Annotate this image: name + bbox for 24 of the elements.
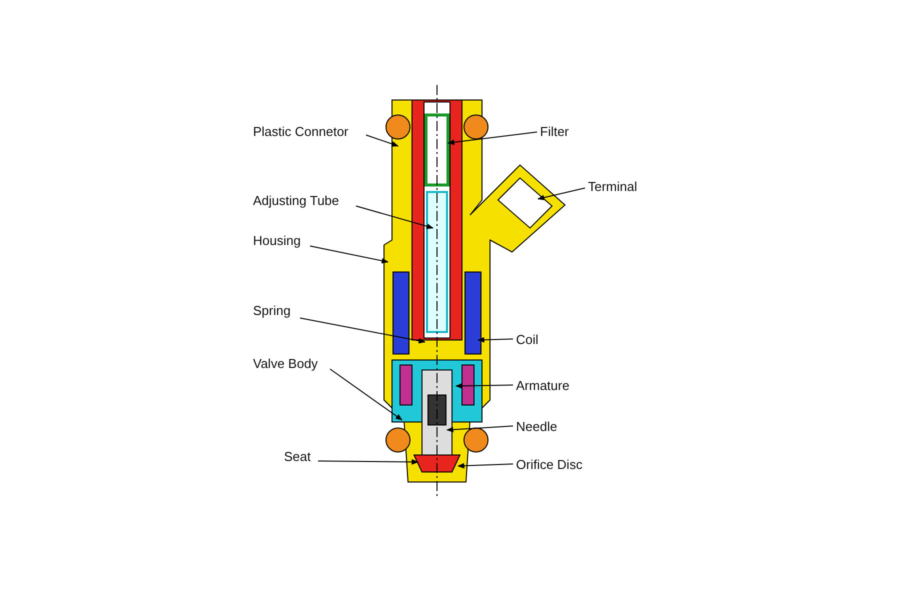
part-label: Filter [540, 124, 569, 140]
part-label: Plastic Connetor [253, 124, 348, 140]
part-label: Spring [253, 303, 291, 319]
leader-line [318, 459, 419, 465]
leader-line [366, 134, 399, 147]
part-label: Terminal [588, 179, 638, 195]
leader-line [455, 383, 514, 389]
leader-line [356, 206, 434, 229]
leader-line [330, 368, 403, 420]
part-label: Housing [253, 233, 301, 249]
leader-line [447, 132, 538, 145]
part-label: Coil [516, 332, 538, 348]
part-label: Adjusting Tube [253, 193, 340, 209]
part-label: Armature [516, 378, 570, 394]
leader-line [477, 337, 514, 343]
leader-line [310, 246, 389, 264]
leader-line [537, 188, 586, 200]
leader-line [446, 426, 514, 432]
part-label: Seat [284, 449, 311, 465]
leader-line [457, 462, 514, 469]
part-label: Needle [516, 419, 558, 435]
part-label: Valve Body [253, 356, 318, 372]
leader-line [300, 318, 426, 344]
part-label: Orifice Disc [516, 457, 582, 473]
